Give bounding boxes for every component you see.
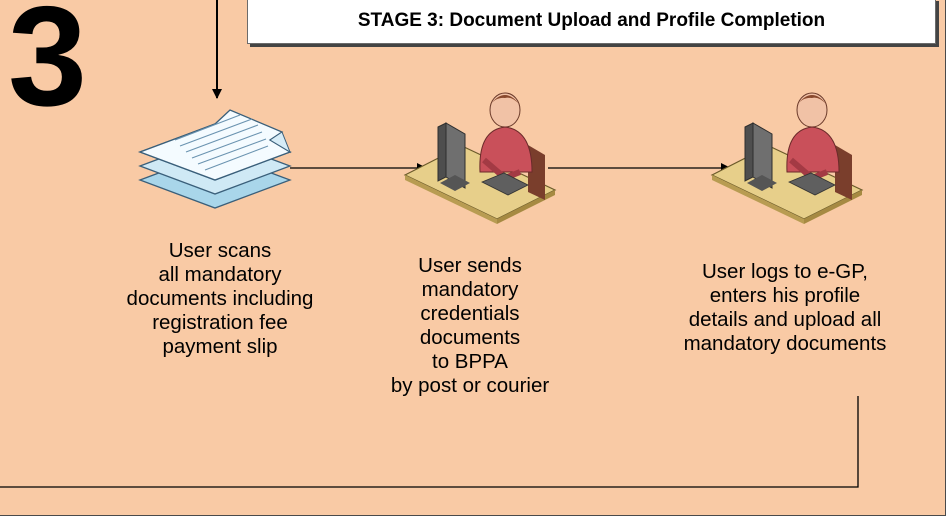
caption-line: details and upload all — [688, 308, 882, 331]
stage-title: STAGE 3: Document Upload and Profile Com… — [247, 0, 936, 44]
caption-line: registration fee — [152, 311, 288, 334]
documents-stack-icon — [138, 109, 292, 209]
user-at-computer-icon — [403, 92, 557, 224]
caption-line: mandatory documents — [683, 332, 887, 355]
caption-line: all mandatory — [158, 263, 282, 286]
user-at-computer-icon — [710, 92, 864, 224]
caption-line: enters his profile — [709, 284, 861, 307]
caption-line: credentials — [420, 302, 520, 325]
stage-number: 3 — [8, 0, 87, 136]
outgoing-connector — [0, 396, 859, 488]
step-1-caption: User scans all mandatory documents inclu… — [85, 239, 355, 359]
caption-line: documents including — [126, 287, 314, 310]
caption-line: to BPPA — [432, 350, 508, 373]
step-2-caption: User sends mandatory credentials documen… — [355, 254, 585, 398]
caption-line: by post or courier — [390, 374, 550, 397]
caption-line: User logs to e-GP, — [702, 260, 868, 283]
step-3-caption: User logs to e-GP, enters his profile de… — [640, 260, 930, 356]
caption-line: User sends — [418, 254, 522, 277]
caption-line: documents — [419, 326, 521, 349]
caption-line: mandatory — [421, 278, 519, 301]
caption-line: payment slip — [162, 335, 278, 358]
caption-line: User scans — [168, 239, 272, 262]
